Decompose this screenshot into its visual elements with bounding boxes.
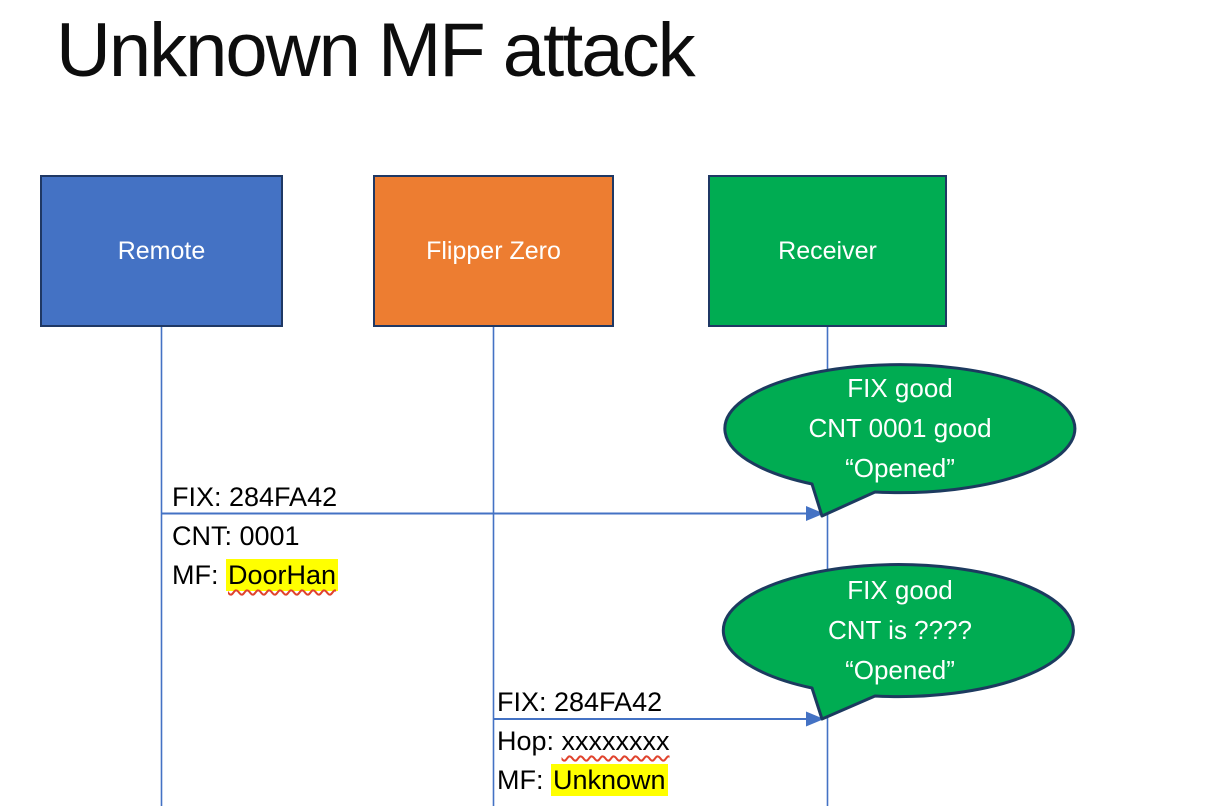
callout-2-line-3: “Opened” [845, 655, 955, 685]
message-1-cnt-prefix: CNT: [172, 521, 240, 551]
callout-2-line-1: FIX good [847, 575, 953, 605]
callout-bubble-1 [723, 363, 1077, 518]
message-arrow-remote-to-receiver [161, 506, 824, 521]
message-2-mf-prefix: MF: [497, 765, 551, 795]
actor-box-remote: Remote [40, 175, 283, 327]
message-1-mf-line: MF: DoorHan [172, 556, 339, 595]
actor-label-flipper-zero: Flipper Zero [426, 236, 561, 265]
message-1-fix-line: FIX: 284FA42 [172, 478, 338, 517]
actor-label-receiver: Receiver [778, 236, 877, 265]
callout-2-line-2: CNT is ???? [827, 615, 973, 645]
callout-1-text: FIX good CNT 0001 good “Opened” [725, 368, 1075, 488]
message-2-hop-prefix: Hop: [497, 726, 562, 756]
actor-label-remote: Remote [117, 236, 206, 265]
message-2-fix-text: FIX: 284FA42 [497, 687, 663, 717]
message-1-fix-text: FIX: 284FA42 [172, 482, 338, 512]
message-arrow-flipper-to-receiver [493, 711, 824, 727]
message-2-hop-value-squiggled: xxxxxxxx [561, 726, 670, 756]
actor-box-receiver: Receiver [708, 175, 947, 327]
message-1-labels: FIX: 284FA42 CNT: 0001 MF: DoorHan [172, 478, 339, 595]
message-2-hop-line: Hop: xxxxxxxx [497, 722, 670, 761]
message-arrow-1-head [806, 506, 824, 521]
message-2-fix-line: FIX: 284FA42 [497, 683, 670, 722]
message-2-labels: FIX: 284FA42 Hop: xxxxxxxx MF: Unknown [497, 683, 670, 800]
message-1-mf-prefix: MF: [172, 560, 226, 590]
slide-title: Unknown MF attack [56, 8, 696, 93]
callout-1-line-2: CNT 0001 good [808, 413, 992, 443]
message-2-mf-line: MF: Unknown [497, 761, 670, 800]
message-1-cnt-value: 0001 [239, 521, 300, 551]
message-1-cnt-line: CNT: 0001 [172, 517, 338, 556]
callout-1-line-1: FIX good [847, 373, 953, 403]
callout-1-line-3: “Opened” [845, 453, 955, 483]
callout-bubble-2 [721, 563, 1075, 721]
message-1-mf-value-highlighted: DoorHan [226, 559, 339, 591]
actor-box-flipper-zero: Flipper Zero [373, 175, 614, 327]
message-2-mf-value-highlighted: Unknown [551, 764, 668, 796]
callout-2-text: FIX good CNT is ???? “Opened” [725, 570, 1075, 690]
message-arrow-2-head [806, 711, 824, 727]
